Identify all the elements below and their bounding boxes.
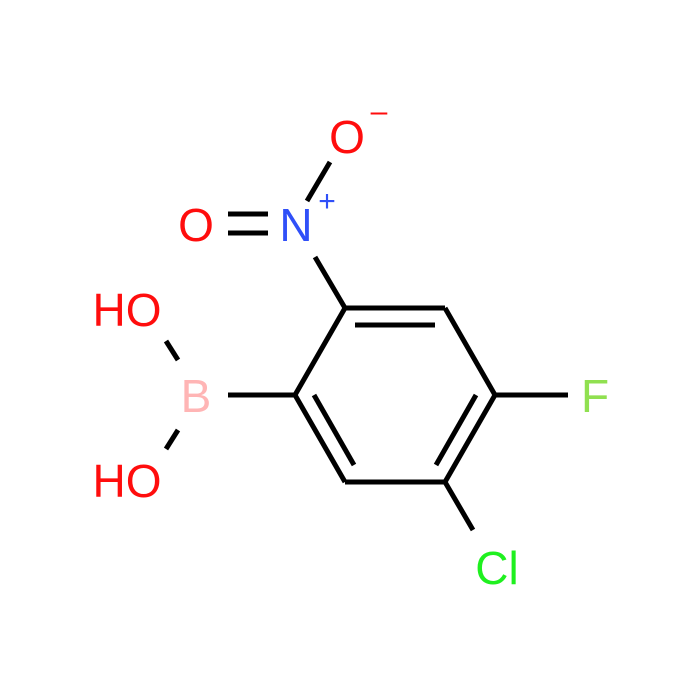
atom-label-boron: B xyxy=(181,370,212,422)
bond-lines xyxy=(163,160,568,532)
charge-label-nitrogen-plus: + xyxy=(318,185,336,218)
atom-label-oxygen-oxide: O xyxy=(329,111,365,163)
bond-nitrogen-oxide xyxy=(304,160,333,203)
charge-label-oxygen-minus: – xyxy=(371,95,388,128)
bond-boron-oh-top xyxy=(163,339,181,362)
atom-label-nitrogen: N xyxy=(279,199,312,251)
atom-label-oxygen-oxo: O xyxy=(178,199,214,251)
bond-ring-chlorine xyxy=(442,480,476,532)
ring-bond-c4-c5 xyxy=(442,393,498,484)
ring-bond-c3-c4 xyxy=(442,306,498,397)
ring-bond-c6-c1 xyxy=(292,393,348,484)
ring-bond-c1-c2 xyxy=(292,306,348,397)
ring-double-bond-inner-right xyxy=(433,393,479,467)
bond-ring-nitrogen xyxy=(312,255,348,310)
atom-labels: HO HO B N + O O – F Cl xyxy=(93,95,610,594)
atom-label-fluorine: F xyxy=(581,370,609,422)
atom-label-hydroxyl-top: HO xyxy=(93,284,162,336)
bond-boron-oh-bottom xyxy=(163,428,181,451)
atom-label-chlorine: Cl xyxy=(475,542,518,594)
atom-label-hydroxyl-bottom: HO xyxy=(93,455,162,507)
ring-double-bond-inner-left xyxy=(311,393,357,467)
